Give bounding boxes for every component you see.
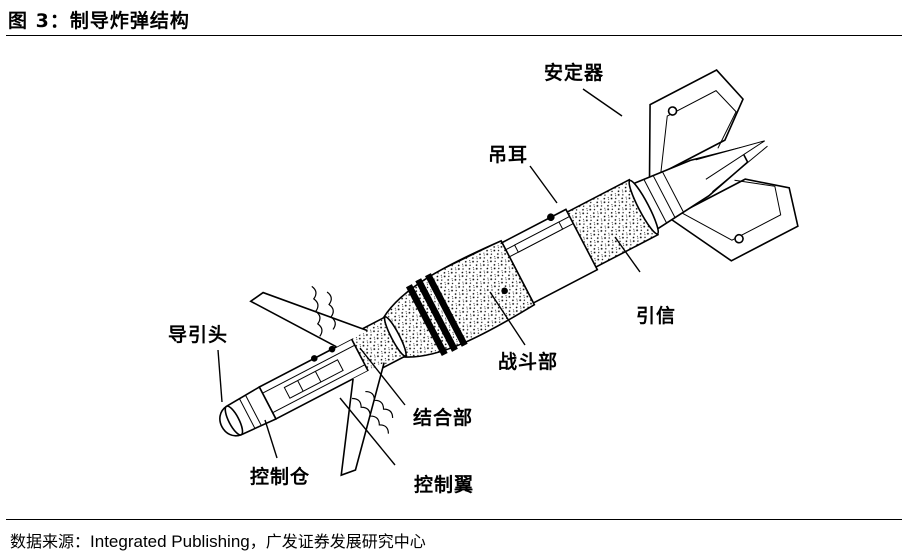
label-control-cabin: 控制仓 — [250, 466, 311, 488]
label-control-fin: 控制翼 — [414, 474, 475, 496]
bomb-body — [219, 69, 799, 477]
source-prefix: 数据来源： — [10, 532, 91, 551]
label-warhead: 战斗部 — [498, 351, 559, 373]
source-note: 数据来源：Integrated Publishing，广发证券发展研究中心 — [10, 528, 426, 552]
top-rule — [6, 35, 902, 36]
control-fins — [249, 285, 394, 477]
source-suffix: ，广发证券发展研究中心 — [249, 532, 426, 551]
leader-lines — [217, 88, 641, 466]
figure-title: 图 3：制导炸弹结构 — [8, 10, 190, 32]
label-fuze: 引信 — [636, 305, 677, 327]
label-seeker: 导引头 — [168, 324, 229, 346]
source-publisher: Integrated Publishing — [90, 532, 250, 551]
label-suspension-lug: 吊耳 — [488, 144, 529, 166]
label-stabilizer: 安定器 — [544, 62, 605, 84]
bottom-rule — [6, 519, 902, 520]
stabilizer-fins — [648, 69, 799, 262]
label-joint: 结合部 — [413, 407, 474, 429]
